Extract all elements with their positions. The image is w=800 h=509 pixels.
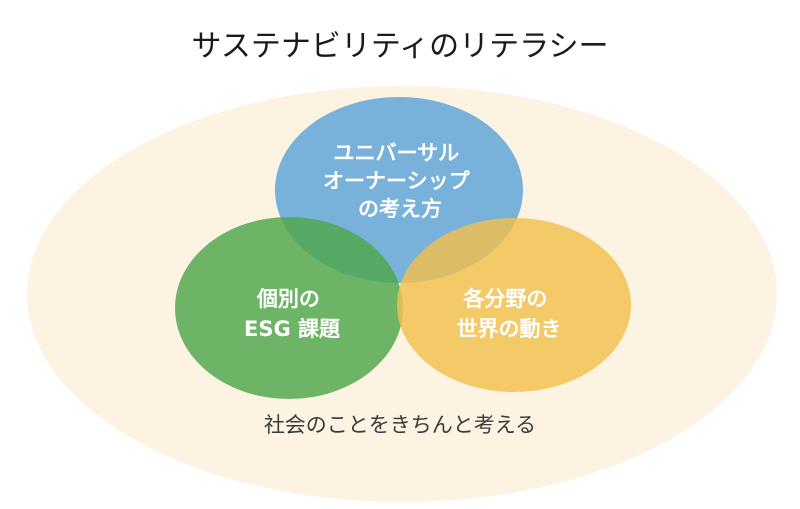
circle-label-right-line-2: 世界の動き xyxy=(457,317,562,341)
circle-label-top-line-1: ユニバーサル xyxy=(334,141,460,165)
circle-label-right: 各分野の 世界の動き xyxy=(457,287,562,341)
circle-esg-issues xyxy=(175,217,403,399)
page-title: サステナビリティのリテラシー xyxy=(192,29,609,64)
circle-label-left-line-2: ESG 課題 xyxy=(244,317,341,341)
circle-label-top: ユニバーサル オーナーシップ の考え方 xyxy=(323,141,477,221)
outer-context-label: 社会のことをきちんと考える xyxy=(264,413,536,437)
circle-label-left-line-1: 個別の xyxy=(256,287,320,311)
circle-label-top-line-2: オーナーシップ xyxy=(323,169,471,193)
circle-label-top-line-3: の考え方 xyxy=(358,197,442,221)
circle-label-left: 個別の ESG 課題 xyxy=(244,287,341,341)
circle-world-trends xyxy=(397,218,631,392)
circle-label-right-line-1: 各分野の xyxy=(462,287,547,311)
